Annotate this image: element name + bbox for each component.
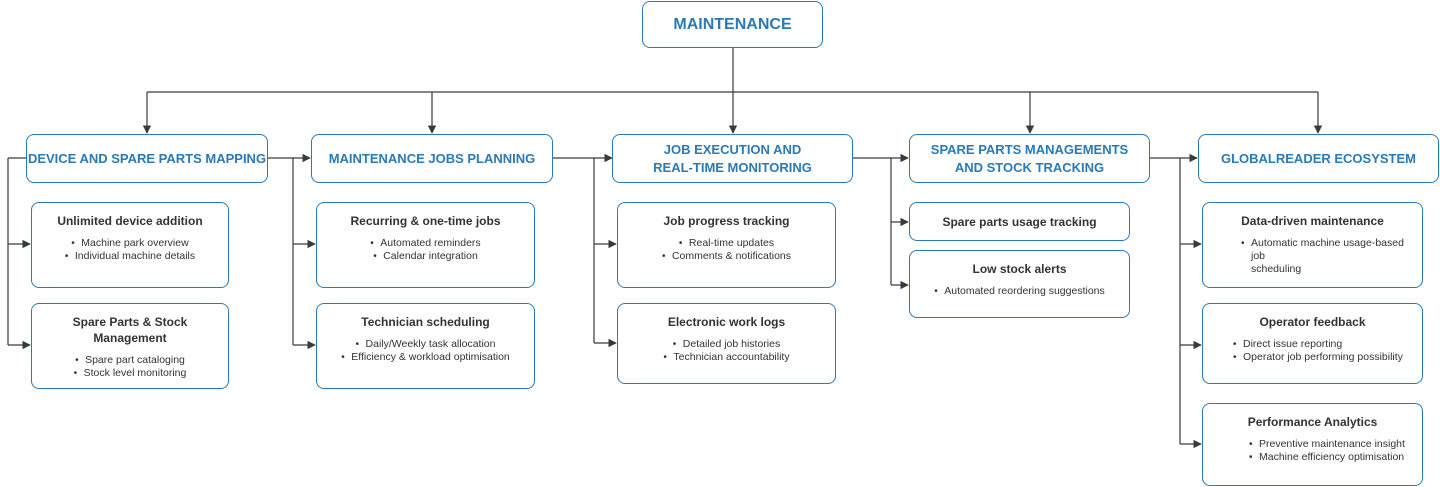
list-item: Preventive maintenance insight bbox=[1249, 438, 1405, 451]
list-item: Automatic machine usage-based job bbox=[1241, 237, 1414, 263]
list-item: Automated reminders bbox=[370, 237, 480, 250]
card-title: Data-driven maintenance bbox=[1241, 214, 1384, 228]
card-title: Low stock alerts bbox=[972, 262, 1067, 276]
card-technician-scheduling: Technician scheduling Daily/Weekly task … bbox=[316, 303, 535, 389]
card-title: Spare parts usage tracking bbox=[942, 214, 1097, 229]
list-item: Comments & notifications bbox=[662, 250, 791, 263]
header-label: GLOBALREADER ECOSYSTEM bbox=[1220, 150, 1416, 166]
list-item: Machine park overview bbox=[71, 237, 188, 250]
card-low-stock-alerts: Low stock alerts Automated reordering su… bbox=[909, 250, 1130, 318]
card-title: Electronic work logs bbox=[667, 315, 786, 329]
list-item-continuation: scheduling bbox=[1251, 263, 1302, 275]
card-performance-analytics: Performance Analytics Preventive mainten… bbox=[1202, 403, 1423, 486]
list-item: Automated reordering suggestions bbox=[934, 285, 1105, 298]
root-title: MAINTENANCE bbox=[673, 15, 792, 33]
card-title: Performance Analytics bbox=[1247, 415, 1378, 429]
card-spare-parts-usage-tracking: Spare parts usage tracking bbox=[909, 202, 1130, 241]
card-spare-parts-stock-management: Spare Parts & Stock Management Spare par… bbox=[31, 303, 229, 389]
header-label-line-1: JOB EXECUTION AND bbox=[663, 141, 802, 157]
header-device-spare-parts-mapping: DEVICE AND SPARE PARTS MAPPING bbox=[26, 134, 268, 183]
card-data-driven-maintenance: Data-driven maintenance Automatic machin… bbox=[1202, 202, 1423, 288]
header-label: MAINTENANCE JOBS PLANNING bbox=[328, 150, 536, 166]
header-label-line-2: AND STOCK TRACKING bbox=[954, 159, 1105, 175]
list-item: Individual machine details bbox=[65, 250, 195, 263]
list-item: Direct issue reporting bbox=[1233, 338, 1342, 351]
card-recurring-one-time-jobs: Recurring & one-time jobs Automated remi… bbox=[316, 202, 535, 288]
header-label-line-2: REAL-TIME MONITORING bbox=[653, 159, 812, 175]
list-item: Operator job performing possibility bbox=[1233, 351, 1403, 364]
header-label: DEVICE AND SPARE PARTS MAPPING bbox=[27, 150, 267, 166]
card-operator-feedback: Operator feedback Direct issue reporting… bbox=[1202, 303, 1423, 384]
card-title: Operator feedback bbox=[1259, 315, 1366, 329]
header-spare-parts-managements: SPARE PARTS MANAGEMENTS AND STOCK TRACKI… bbox=[909, 134, 1150, 183]
header-globalreader-ecosystem: GLOBALREADER ECOSYSTEM bbox=[1198, 134, 1439, 183]
card-title: Unlimited device addition bbox=[57, 214, 203, 228]
card-title: Recurring & one-time jobs bbox=[350, 214, 501, 228]
list-item: Real-time updates bbox=[679, 237, 774, 250]
list-item: Detailed job histories bbox=[673, 338, 780, 351]
list-item: Spare part cataloging bbox=[75, 354, 185, 367]
header-maintenance-jobs-planning: MAINTENANCE JOBS PLANNING bbox=[311, 134, 553, 183]
list-item: Daily/Weekly task allocation bbox=[356, 338, 496, 351]
list-item: Technician accountability bbox=[663, 351, 789, 364]
root-node-maintenance: MAINTENANCE bbox=[642, 1, 823, 48]
list-item: Efficiency & workload optimisation bbox=[341, 351, 510, 364]
list-item: Machine efficiency optimisation bbox=[1249, 451, 1404, 464]
card-electronic-work-logs: Electronic work logs Detailed job histor… bbox=[617, 303, 836, 384]
card-unlimited-device-addition: Unlimited device addition Machine park o… bbox=[31, 202, 229, 288]
list-item: Stock level monitoring bbox=[74, 367, 187, 380]
card-job-progress-tracking: Job progress tracking Real-time updates … bbox=[617, 202, 836, 288]
card-title: Technician scheduling bbox=[361, 315, 490, 329]
card-title: Spare Parts & Stock Management bbox=[72, 315, 188, 345]
card-title: Job progress tracking bbox=[663, 214, 790, 228]
list-item: Calendar integration bbox=[373, 250, 478, 263]
header-label-line-1: SPARE PARTS MANAGEMENTS bbox=[930, 141, 1129, 157]
header-job-execution: JOB EXECUTION AND REAL-TIME MONITORING bbox=[612, 134, 853, 183]
